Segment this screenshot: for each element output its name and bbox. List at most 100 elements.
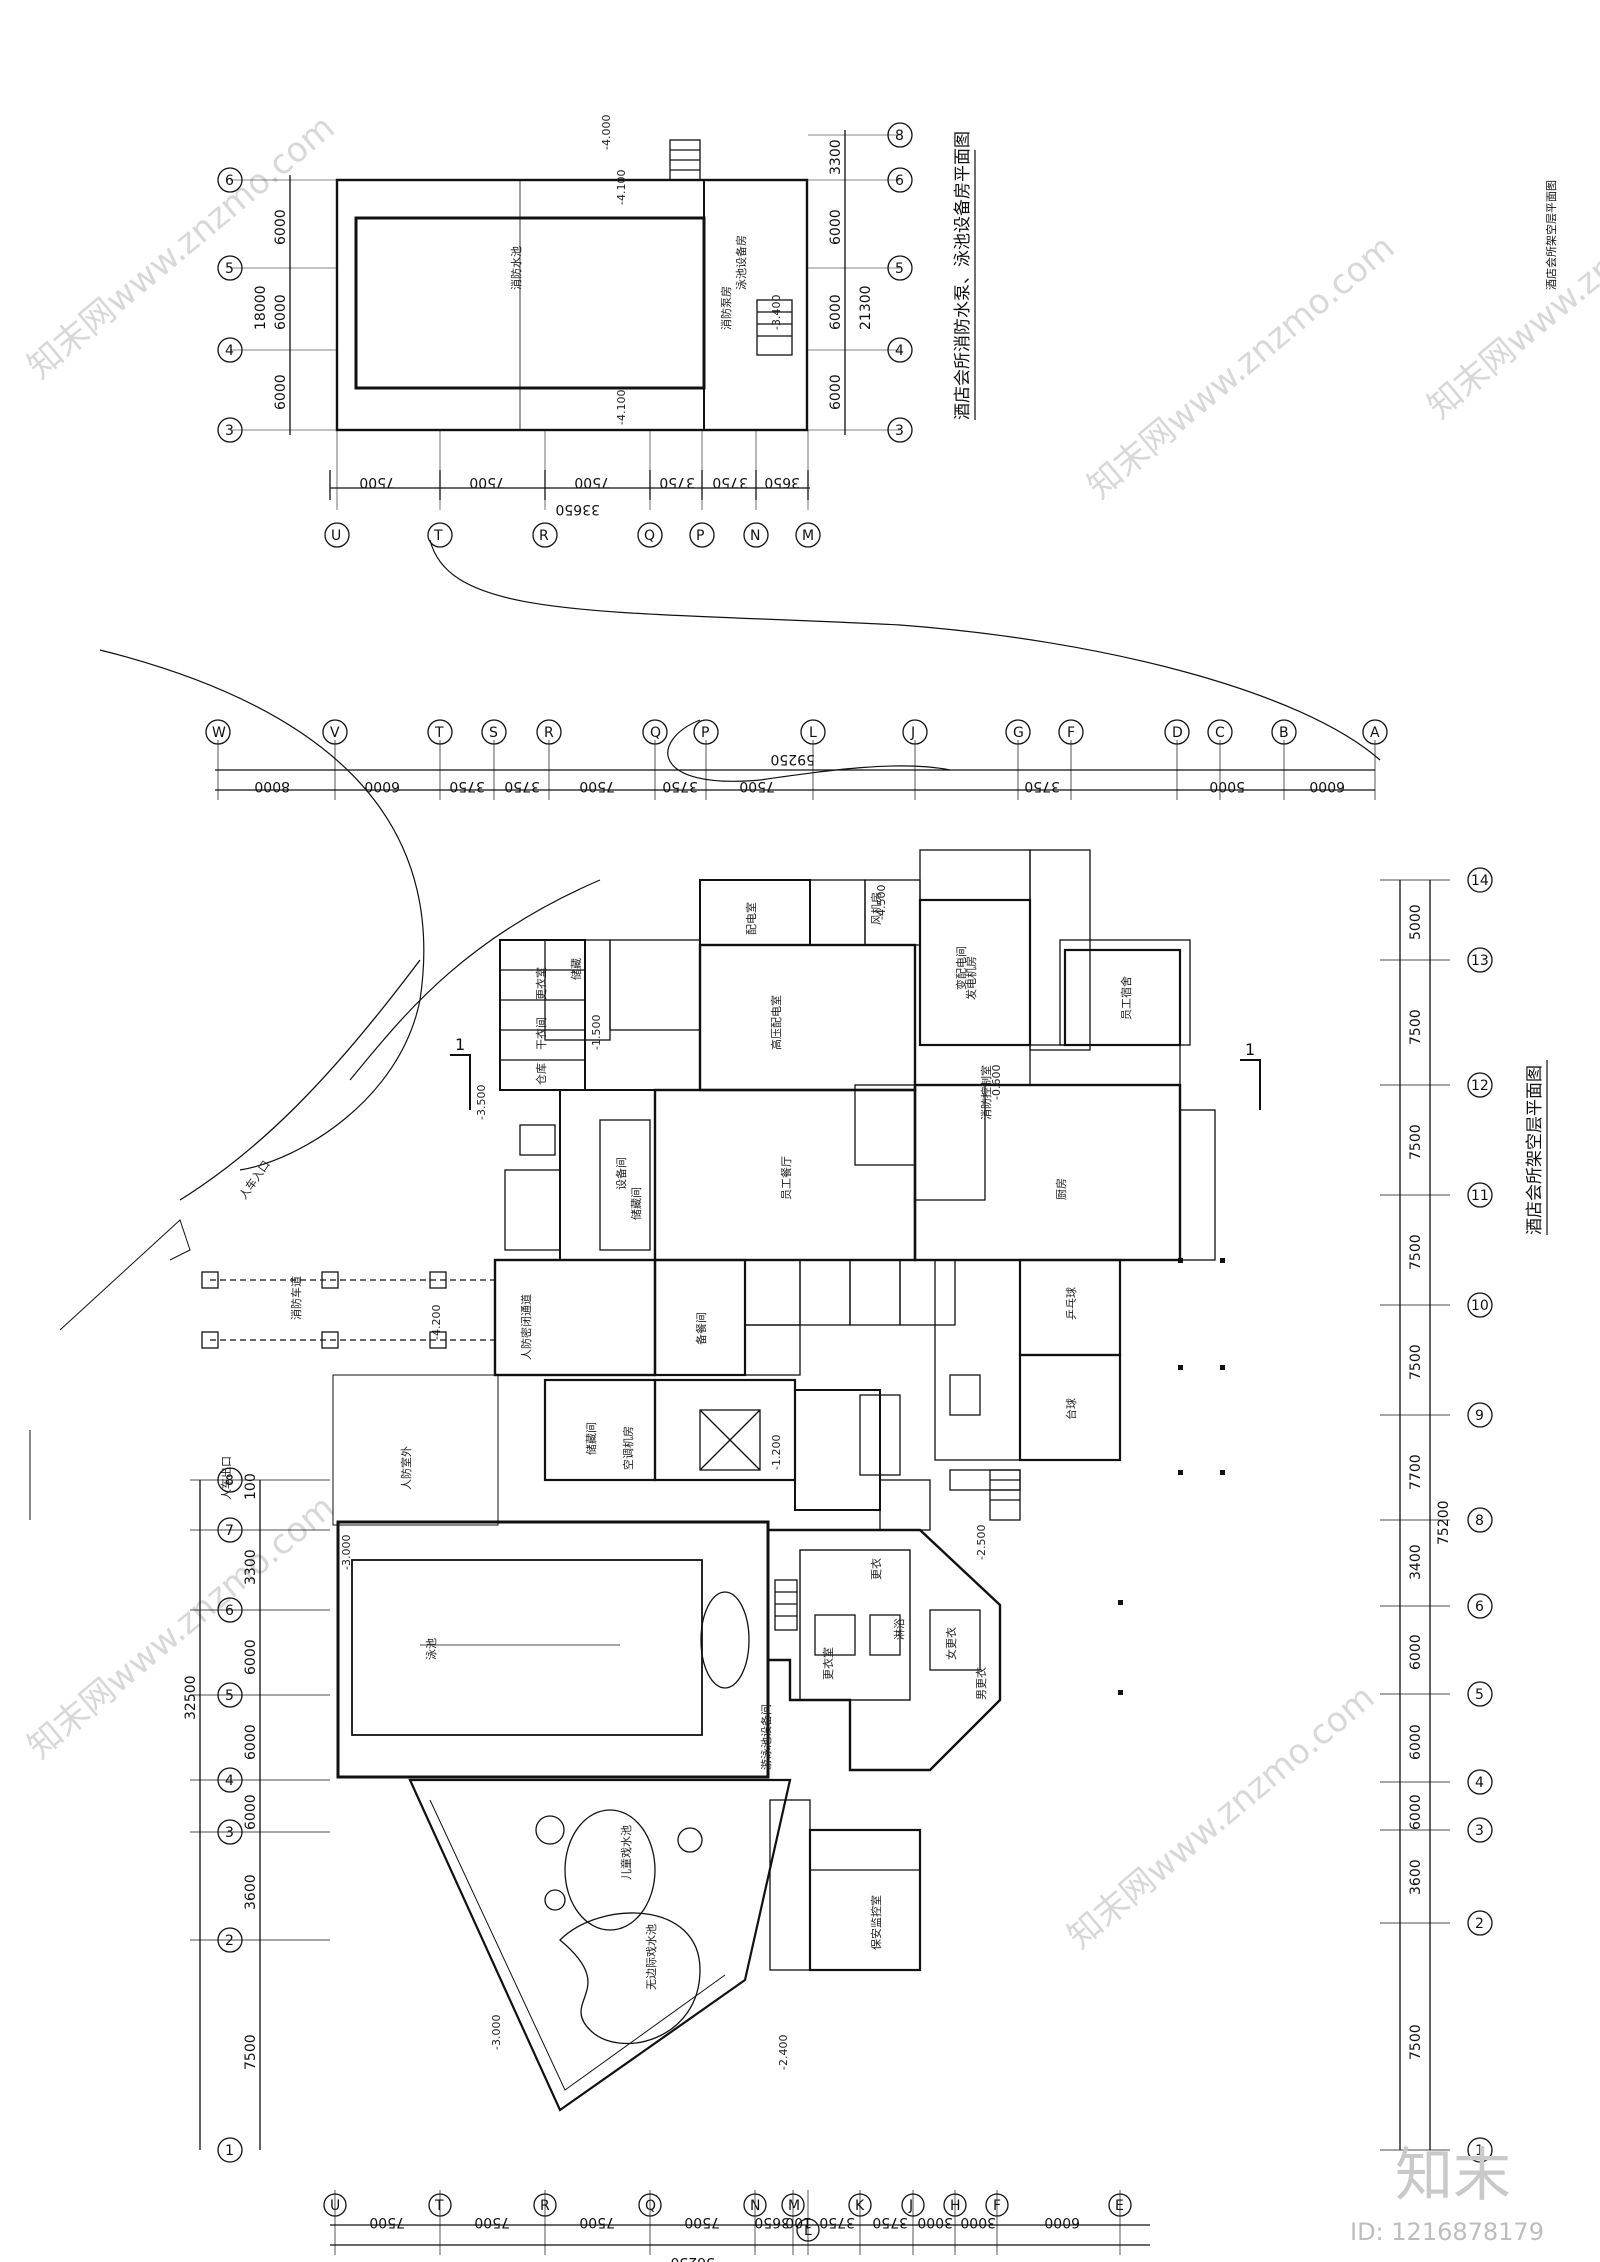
- dimension-text: 6000: [243, 1794, 259, 1830]
- room-label: 泳池: [424, 1638, 438, 1660]
- axis-bubble-label: U: [331, 528, 341, 544]
- dimension-text: 3750: [504, 778, 540, 794]
- dimension-text: 7500: [1408, 2024, 1424, 2060]
- level-mark: -4.100: [615, 170, 628, 205]
- dimension-text: 3750: [712, 474, 748, 490]
- dimension-text: 3750: [819, 2214, 855, 2230]
- dimension-text: 100: [785, 2214, 812, 2230]
- axis-bubble-label: 5: [1475, 1687, 1484, 1703]
- dimension-text: 6000: [1408, 1634, 1424, 1670]
- axis-bubble-label: 11: [1471, 1188, 1489, 1204]
- axis-bubble-label: 3: [225, 1825, 234, 1841]
- axis-bubble-label: R: [544, 725, 554, 741]
- dimension-text: 7700: [1408, 1454, 1424, 1490]
- room-label: 员工宿舍: [1119, 976, 1133, 1020]
- room-label: 设备间: [614, 1157, 628, 1190]
- axis-bubble-label: S: [489, 725, 498, 741]
- axis-bubble-label: 3: [1475, 1823, 1484, 1839]
- axis-bubble-label: 8: [225, 1473, 234, 1489]
- level-mark: -2.500: [975, 1525, 988, 1560]
- axis-bubble-label: K: [855, 2198, 865, 2214]
- dimension-text: 7500: [474, 2214, 510, 2230]
- dimension-text: 7500: [574, 474, 610, 490]
- dimension-text: 6000: [273, 209, 289, 245]
- dimension-text: 75200: [1436, 1500, 1452, 1545]
- axis-bubble-label: L: [809, 725, 817, 741]
- room-label: 消防水池: [509, 246, 523, 290]
- axis-bubble-label: 1: [1475, 2143, 1484, 2159]
- axis-bubble-label: T: [433, 528, 443, 544]
- room-label: 发电机房: [964, 956, 978, 1000]
- axis-bubble-label: M: [802, 528, 814, 544]
- axis-bubble-label: N: [750, 2198, 760, 2214]
- axis-bubble-label: N: [750, 528, 760, 544]
- axis-bubble-label: 5: [895, 261, 904, 277]
- dimension-text: 56250: [670, 2254, 715, 2262]
- room-label: 储藏: [569, 958, 583, 980]
- axis-bubble-label: 4: [895, 343, 904, 359]
- dimension-text: 5000: [1209, 778, 1245, 794]
- drawing-title: 酒店会所架空层平面图: [1525, 1065, 1545, 1235]
- margin-note: 酒店会所架空层平面图: [1544, 180, 1558, 290]
- axis-bubble-label: 6: [895, 173, 904, 189]
- dimension-text: 3300: [243, 1549, 259, 1585]
- room-label: 储藏间: [629, 1187, 643, 1220]
- dimension-text: 6000: [1309, 778, 1345, 794]
- dimension-text: 6000: [273, 374, 289, 410]
- dimension-text: 3300: [828, 139, 844, 175]
- room-label: 备餐间: [694, 1312, 708, 1345]
- level-mark: -2.400: [777, 2035, 790, 2070]
- room-label: 儿童戏水池: [619, 1825, 633, 1880]
- axis-bubble-label: 9: [1475, 1408, 1484, 1424]
- room-label: 人防室外: [399, 1446, 413, 1490]
- level-mark: -4.500: [875, 885, 888, 920]
- dimension-text: 7500: [1408, 1124, 1424, 1160]
- axis-bubble-label: T: [434, 725, 444, 741]
- axis-bubble-label: P: [701, 725, 709, 741]
- axis-bubble-label: 2: [1475, 1916, 1484, 1932]
- room-label: 消防控制室: [979, 1065, 993, 1120]
- axis-bubble-label: Q: [644, 528, 655, 544]
- dimension-text: 7500: [469, 474, 505, 490]
- dimension-text: 7500: [1408, 1234, 1424, 1270]
- axis-bubble-label: A: [1370, 725, 1380, 741]
- dimension-text: 3000: [960, 2214, 996, 2230]
- axis-bubble-label: 6: [1475, 1599, 1484, 1615]
- room-label: 高压配电室: [769, 995, 783, 1050]
- axis-bubble-label: F: [993, 2198, 1001, 2214]
- dimension-text: 7500: [359, 474, 395, 490]
- axis-bubble-label: 8: [1475, 1513, 1484, 1529]
- dimension-text: 7500: [579, 2214, 615, 2230]
- section-mark: 1: [455, 1035, 465, 1054]
- dimension-text: 6000: [364, 778, 400, 794]
- axis-bubble-label: U: [330, 2198, 340, 2214]
- dimension-text: 6000: [273, 294, 289, 330]
- axis-bubble-label: 4: [225, 343, 234, 359]
- room-label: 更衣: [869, 1558, 883, 1580]
- dimension-text: 7500: [243, 2034, 259, 2070]
- pump-room-plan: [217, 122, 913, 548]
- brand-watermark: 知末 ID: 1216878179: [1350, 2141, 1544, 2246]
- dimension-text: 3750: [659, 474, 695, 490]
- room-label: 女更衣: [944, 1627, 958, 1660]
- axis-bubble-label: 5: [225, 261, 234, 277]
- level-mark: -0.600: [990, 1065, 1003, 1100]
- dimension-text: 6000: [828, 209, 844, 245]
- dimension-text: 18000: [253, 285, 269, 330]
- dimension-text: 7500: [1408, 1344, 1424, 1380]
- axis-bubble-label: W: [212, 725, 226, 741]
- annotation-label: 人车出口: [219, 1456, 233, 1500]
- room-label: 淋浴: [893, 1618, 906, 1640]
- drawing-title: 酒店会所消防水泵、泳池设备房平面图: [953, 131, 973, 420]
- section-mark: 1: [1245, 1040, 1255, 1059]
- axis-bubble-label: 8: [895, 128, 904, 144]
- room-label: 泳池设备房: [734, 235, 748, 290]
- room-label: 变配电间: [954, 946, 968, 990]
- axis-bubble-label: E: [1115, 2198, 1124, 2214]
- level-mark: -3.000: [340, 1535, 353, 1570]
- axis-bubble-label: G: [1013, 725, 1024, 741]
- dimension-text: 3750: [449, 778, 485, 794]
- level-mark: -3.400: [770, 295, 783, 330]
- room-label: 配电室: [744, 902, 758, 935]
- axis-bubble-label: F: [1067, 725, 1075, 741]
